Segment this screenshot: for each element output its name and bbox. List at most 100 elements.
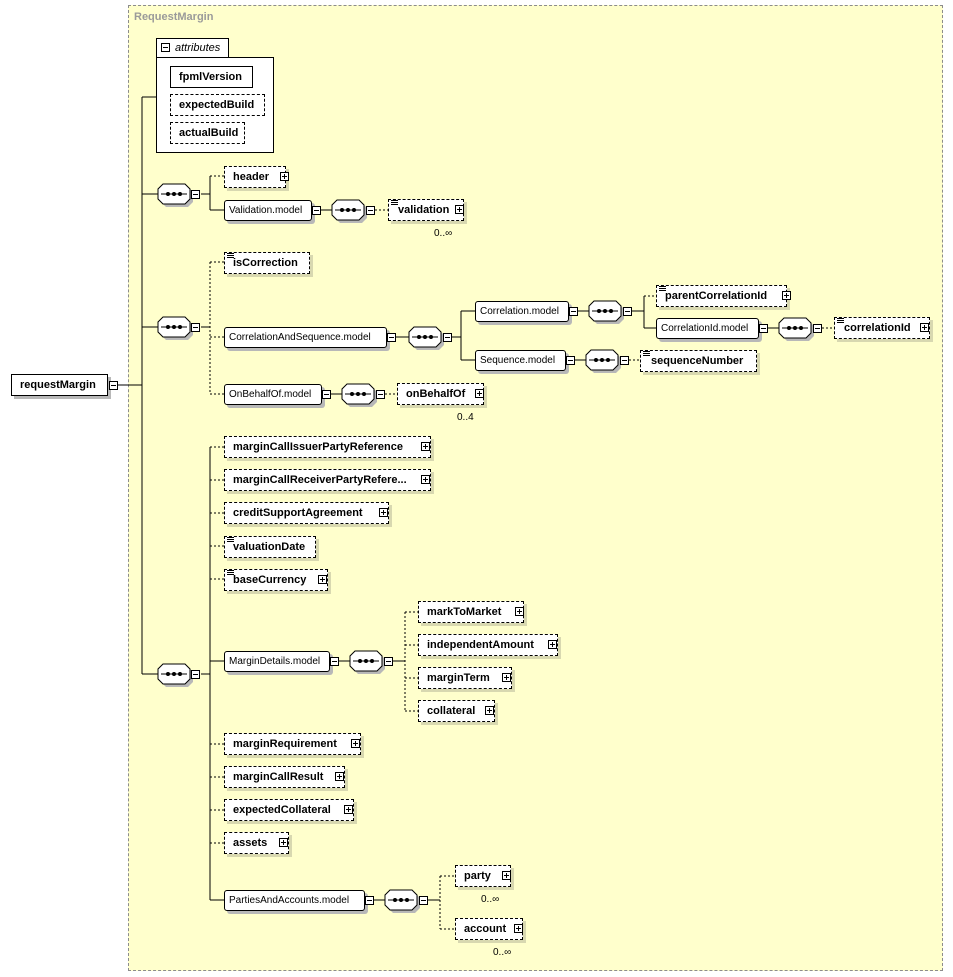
element-margincallreceiverpartyreference[interactable]: marginCallReceiverPartyRefere... — [224, 469, 431, 491]
collapse-icon[interactable] — [623, 307, 632, 316]
attributes-collapse-icon[interactable] — [161, 43, 170, 52]
element-onbehalfof[interactable]: onBehalfOf — [397, 383, 484, 405]
occurrence-onbehalfof: 0..4 — [457, 412, 474, 423]
sequence-compositor-margindetails — [349, 650, 385, 674]
attribute-fpmlversion[interactable]: fpmlVersion — [170, 66, 253, 88]
group-label: OnBehalfOf.model — [229, 389, 312, 400]
element-assets[interactable]: assets — [224, 832, 289, 854]
element-validation[interactable]: validation — [388, 199, 464, 221]
element-marginterm[interactable]: marginTerm — [418, 667, 512, 689]
element-label: independentAmount — [427, 639, 534, 651]
element-label: marginCallResult — [233, 771, 324, 783]
collapse-icon[interactable] — [109, 381, 118, 390]
simple-type-icon — [227, 570, 234, 575]
expand-icon[interactable] — [548, 640, 557, 649]
collapse-icon[interactable] — [312, 206, 321, 215]
element-label: sequenceNumber — [651, 355, 744, 367]
group-correlation-model[interactable]: Correlation.model — [475, 301, 569, 322]
attribute-expectedbuild[interactable]: expectedBuild — [170, 94, 265, 116]
group-margindetails-model[interactable]: MarginDetails.model — [224, 651, 330, 672]
root-element-requestmargin[interactable]: requestMargin — [11, 374, 108, 396]
expand-icon[interactable] — [514, 924, 523, 933]
element-header[interactable]: header — [224, 166, 286, 188]
simple-type-icon — [659, 286, 666, 291]
collapse-icon[interactable] — [191, 323, 200, 332]
element-label: baseCurrency — [233, 574, 307, 586]
expand-icon[interactable] — [502, 871, 511, 880]
expand-icon[interactable] — [344, 805, 353, 814]
expand-icon[interactable] — [421, 475, 430, 484]
simple-type-icon — [643, 351, 650, 356]
collapse-icon[interactable] — [419, 896, 428, 905]
element-correlationid[interactable]: correlationId — [834, 317, 930, 339]
collapse-icon[interactable] — [366, 206, 375, 215]
expand-icon[interactable] — [502, 673, 511, 682]
element-creditsupportagreement[interactable]: creditSupportAgreement — [224, 502, 389, 524]
group-validation-model[interactable]: Validation.model — [224, 200, 312, 221]
element-label: marginCallIssuerPartyReference — [233, 441, 403, 453]
element-margincallresult[interactable]: marginCallResult — [224, 766, 345, 788]
element-account[interactable]: account — [455, 918, 523, 940]
element-expectedcollateral[interactable]: expectedCollateral — [224, 799, 354, 821]
element-marktomarket[interactable]: markToMarket — [418, 601, 524, 623]
element-iscorrection[interactable]: isCorrection — [224, 252, 310, 274]
attributes-tab-label: attributes — [175, 42, 221, 54]
element-party[interactable]: party — [455, 865, 511, 887]
collapse-icon[interactable] — [322, 390, 331, 399]
element-independentamount[interactable]: independentAmount — [418, 634, 558, 656]
expand-icon[interactable] — [920, 323, 929, 332]
collapse-icon[interactable] — [384, 657, 393, 666]
expand-icon[interactable] — [515, 607, 524, 616]
collapse-icon[interactable] — [330, 657, 339, 666]
group-label: CorrelationAndSequence.model — [229, 332, 371, 343]
collapse-icon[interactable] — [191, 670, 200, 679]
element-label: valuationDate — [233, 541, 306, 553]
expand-icon[interactable] — [421, 442, 430, 451]
attribute-actualbuild[interactable]: actualBuild — [170, 122, 245, 144]
collapse-icon[interactable] — [569, 307, 578, 316]
group-label: Validation.model — [229, 205, 303, 216]
attributes-tab[interactable]: attributes — [156, 38, 229, 58]
sequence-compositor-sequence — [585, 349, 621, 373]
expand-icon[interactable] — [335, 772, 344, 781]
collapse-icon[interactable] — [387, 333, 396, 342]
collapse-icon[interactable] — [813, 324, 822, 333]
element-marginrequirement[interactable]: marginRequirement — [224, 733, 361, 755]
group-label: MarginDetails.model — [229, 656, 321, 667]
collapse-icon[interactable] — [191, 190, 200, 199]
element-label: onBehalfOf — [406, 388, 466, 400]
expand-icon[interactable] — [351, 739, 360, 748]
collapse-icon[interactable] — [566, 356, 575, 365]
element-valuationdate[interactable]: valuationDate — [224, 536, 316, 558]
element-label: correlationId — [844, 322, 911, 334]
element-label: expectedCollateral — [233, 804, 331, 816]
element-label: validation — [398, 204, 450, 216]
group-onbehalfof-model[interactable]: OnBehalfOf.model — [224, 384, 322, 405]
collapse-icon[interactable] — [376, 390, 385, 399]
sequence-compositor-onbehalfof — [341, 383, 377, 407]
collapse-icon[interactable] — [443, 333, 452, 342]
expand-icon[interactable] — [280, 172, 289, 181]
expand-icon[interactable] — [782, 291, 791, 300]
group-partiesandaccounts-model[interactable]: PartiesAndAccounts.model — [224, 890, 365, 911]
expand-icon[interactable] — [485, 706, 494, 715]
attribute-label: fpmlVersion — [179, 71, 242, 83]
element-sequencenumber[interactable]: sequenceNumber — [640, 350, 757, 372]
expand-icon[interactable] — [455, 205, 464, 214]
element-parentcorrelationid[interactable]: parentCorrelationId — [656, 285, 787, 307]
expand-icon[interactable] — [318, 575, 327, 584]
collapse-icon[interactable] — [620, 356, 629, 365]
expand-icon[interactable] — [475, 389, 484, 398]
collapse-icon[interactable] — [365, 896, 374, 905]
group-correlationandsequence-model[interactable]: CorrelationAndSequence.model — [224, 327, 387, 348]
expand-icon[interactable] — [379, 508, 388, 517]
element-margincallissuerpartyreference[interactable]: marginCallIssuerPartyReference — [224, 436, 431, 458]
expand-icon[interactable] — [279, 838, 288, 847]
group-correlationid-model[interactable]: CorrelationId.model — [656, 318, 759, 339]
group-sequence-model[interactable]: Sequence.model — [475, 350, 566, 371]
collapse-icon[interactable] — [759, 324, 768, 333]
element-label: marginRequirement — [233, 738, 337, 750]
element-label: header — [233, 171, 270, 183]
element-collateral[interactable]: collateral — [418, 700, 495, 722]
element-basecurrency[interactable]: baseCurrency — [224, 569, 328, 591]
